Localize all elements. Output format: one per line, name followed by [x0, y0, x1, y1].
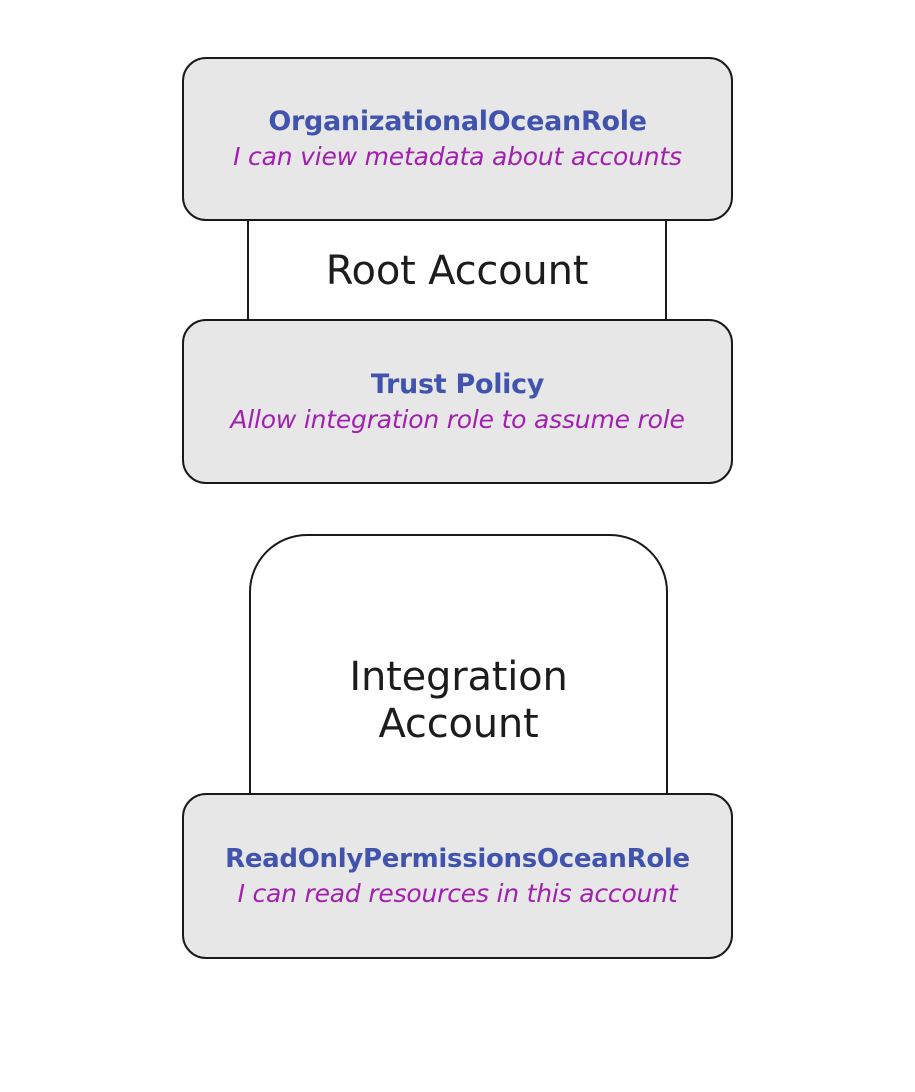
organizational-ocean-role-title: OrganizationalOceanRole: [268, 106, 647, 138]
readonly-permissions-ocean-role-title: ReadOnlyPermissionsOceanRole: [225, 843, 690, 874]
trust-policy-card[interactable]: Trust Policy Allow integration role to a…: [182, 319, 733, 484]
readonly-permissions-ocean-role-card[interactable]: ReadOnlyPermissionsOceanRole I can read …: [182, 793, 733, 959]
root-account-label: Root Account: [325, 248, 589, 294]
root-account-container: Root Account: [247, 220, 667, 322]
organizational-ocean-role-card[interactable]: OrganizationalOceanRole I can view metad…: [182, 57, 733, 221]
trust-policy-description: Allow integration role to assume role: [230, 404, 685, 434]
integration-account-container: Integration Account: [249, 534, 668, 799]
integration-account-label: Integration Account: [349, 654, 568, 748]
trust-policy-title: Trust Policy: [370, 368, 545, 400]
organizational-ocean-role-description: I can view metadata about accounts: [233, 142, 682, 172]
readonly-permissions-ocean-role-description: I can read resources in this account: [237, 878, 678, 908]
